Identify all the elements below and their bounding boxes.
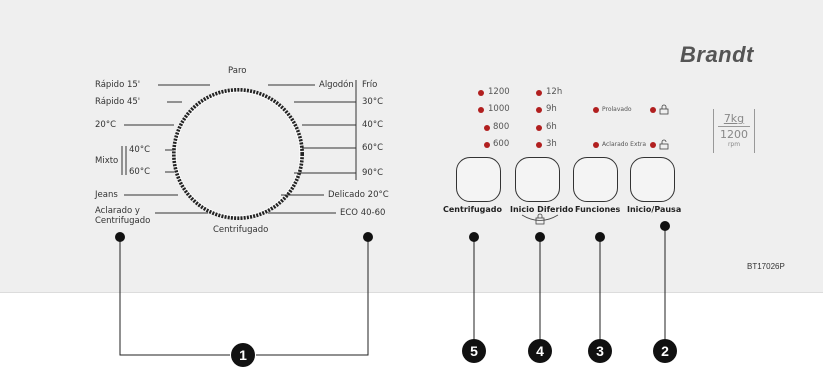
callout-dot — [115, 232, 125, 242]
callout-number: 5 — [462, 339, 486, 363]
spin-speed-label: 1000 — [488, 104, 510, 114]
program-label: Aclarado y — [95, 206, 140, 216]
callout-dot — [660, 221, 670, 231]
delay-time-label: 6h — [546, 122, 557, 132]
start-pause-button[interactable] — [630, 157, 675, 202]
led-indicator — [478, 90, 484, 96]
program-label: Algodón — [319, 80, 354, 90]
left-leader-lines — [121, 84, 210, 214]
capacity-rpm-unit: rpm — [727, 141, 741, 148]
spin-speed-label: 1200 — [488, 87, 510, 97]
delay-start-button[interactable] — [515, 157, 560, 202]
program-label: Rápido 45' — [95, 97, 141, 107]
delay-time-label: 3h — [546, 139, 557, 149]
led-indicator — [478, 107, 484, 113]
callout-number: 1 — [231, 343, 255, 367]
lock-closed-icon — [659, 104, 669, 115]
delay-time-label: 9h — [546, 104, 557, 114]
program-label: 60°C — [362, 143, 384, 153]
delay-bracket — [521, 214, 559, 221]
program-label: 20°C — [95, 120, 117, 130]
function-label: Aclarado Extra — [602, 141, 647, 148]
program-label: Centrifugado — [95, 216, 151, 226]
functions-button-label: Funciones — [575, 205, 621, 214]
spin-button-label: Centrifugado — [443, 205, 503, 214]
function-label: Prolavado — [602, 106, 632, 113]
program-label: Jeans — [95, 190, 118, 200]
program-label: ECO 40-60 — [340, 208, 386, 218]
callout-dot — [595, 232, 605, 242]
functions-button[interactable] — [573, 157, 618, 202]
delay-time-label: 12h — [546, 87, 563, 97]
spin-speed-label: 800 — [493, 122, 510, 132]
program-label: Frío — [362, 80, 378, 90]
start-pause-button-label: Inicio/Pausa — [627, 205, 682, 214]
dial-label-bottom: Centrifugado — [213, 225, 269, 235]
callout-number: 4 — [528, 339, 552, 363]
model-number: BT17026P — [747, 262, 785, 271]
dial-label-top: Paro — [228, 66, 247, 76]
led-indicator — [536, 90, 542, 96]
capacity-badge: 7kg 1200 rpm — [713, 109, 755, 153]
delay-start-button-label: Inicio Diferido — [510, 205, 574, 214]
program-label: 40°C — [129, 145, 151, 155]
callout-dot — [363, 232, 373, 242]
program-label: 30°C — [362, 97, 384, 107]
program-label: 60°C — [129, 167, 151, 177]
callout-dot — [469, 232, 479, 242]
capacity-rpm-value: 1200 — [718, 126, 750, 141]
program-dial[interactable] — [172, 88, 304, 220]
program-label: 40°C — [362, 120, 384, 130]
key-lock-icon — [535, 213, 545, 225]
led-indicator — [650, 142, 656, 148]
brand-logo: Brandt — [680, 42, 754, 67]
led-indicator — [536, 142, 542, 148]
program-label: Rápido 15' — [95, 80, 141, 90]
control-panel — [0, 0, 823, 293]
program-label: Delicado 20°C — [328, 190, 389, 200]
callout-number: 2 — [653, 339, 677, 363]
led-indicator — [536, 107, 542, 113]
program-label: Mixto — [95, 156, 119, 166]
spin-button[interactable] — [456, 157, 501, 202]
led-indicator — [593, 142, 599, 148]
callout-number: 3 — [588, 339, 612, 363]
program-label: 90°C — [362, 168, 384, 178]
led-indicator — [484, 142, 490, 148]
led-indicator — [536, 125, 542, 131]
led-indicator — [593, 107, 599, 113]
capacity-kg: 7kg — [723, 112, 745, 125]
spin-speed-label: 600 — [493, 139, 510, 149]
right-leader-lines — [268, 80, 357, 214]
callout-dot — [535, 232, 545, 242]
led-indicator — [650, 107, 656, 113]
callout-lines — [119, 226, 666, 356]
lock-open-icon — [659, 139, 669, 150]
led-indicator — [484, 125, 490, 131]
